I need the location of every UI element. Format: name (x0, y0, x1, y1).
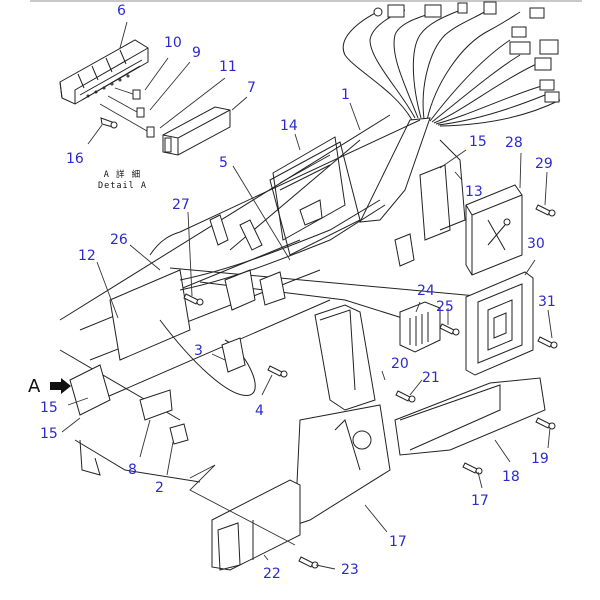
wire-harness-part-1 (342, 1, 561, 223)
callout-15-b: 15 (40, 426, 58, 442)
callout-26: 25 (436, 299, 454, 315)
relay-part-25 (399, 301, 441, 353)
bolts (183, 204, 558, 569)
screw-part-16 (100, 117, 118, 129)
callout-28: 27 (172, 197, 190, 213)
callout-16: 16 (66, 151, 84, 167)
callout-8: 8 (128, 462, 137, 478)
callout-13: 13 (465, 184, 483, 200)
callout-15-a: 15 (40, 400, 58, 416)
dash-frame (59, 114, 521, 483)
callout-20: 19 (531, 451, 549, 467)
callout-27: 26 (110, 232, 128, 248)
callout-32: 31 (538, 294, 556, 310)
callout-1: 1 (341, 87, 350, 103)
callout-11: 11 (219, 59, 237, 75)
duct-part-17 (294, 404, 391, 526)
controller-part-29 (465, 184, 523, 276)
callout-29: 28 (505, 135, 523, 151)
callout-9: 9 (192, 45, 201, 61)
detail-caption-japanese: A 詳 細 (103, 170, 142, 180)
callout-3: 3 (194, 343, 203, 359)
view-arrow-icon (50, 378, 71, 394)
top-border-line (30, 0, 582, 2)
callout-leader-lines (61, 21, 553, 570)
callout-18: 17 (471, 493, 489, 509)
duct-part-19 (394, 377, 546, 456)
detail-a-caption: A 詳 細 Detail A (98, 170, 147, 192)
callout-23: 22 (263, 566, 281, 582)
callout-25: 24 (417, 283, 435, 299)
callout-30: 29 (535, 156, 553, 172)
callout-22: 21 (422, 370, 440, 386)
clip-parts-9-10-11 (99, 87, 155, 138)
connector-block-part-6 (59, 39, 149, 105)
callout-7: 7 (247, 80, 256, 96)
cover-frame-part-31 (465, 271, 534, 376)
callout-6: 6 (117, 3, 126, 19)
callout-12: 12 (78, 248, 96, 264)
callout-31: 30 (527, 236, 545, 252)
callout-21: 20 (391, 356, 409, 372)
callout-15-top: 15 (469, 134, 487, 150)
callout-17: 17 (389, 534, 407, 550)
cover-part-7 (162, 106, 231, 156)
callout-5: 5 (219, 155, 228, 171)
callout-4: 4 (255, 403, 264, 419)
bracket-part-14 (272, 136, 346, 241)
callout-19: 18 (502, 469, 520, 485)
detail-caption-english: Detail A (98, 181, 147, 191)
callout-10: 10 (164, 35, 182, 51)
view-a-marker: A (28, 376, 41, 397)
callout-2: 2 (155, 480, 164, 496)
callout-14: 14 (280, 118, 298, 134)
duct-part-21 (314, 304, 376, 411)
callout-24: 23 (341, 562, 359, 578)
